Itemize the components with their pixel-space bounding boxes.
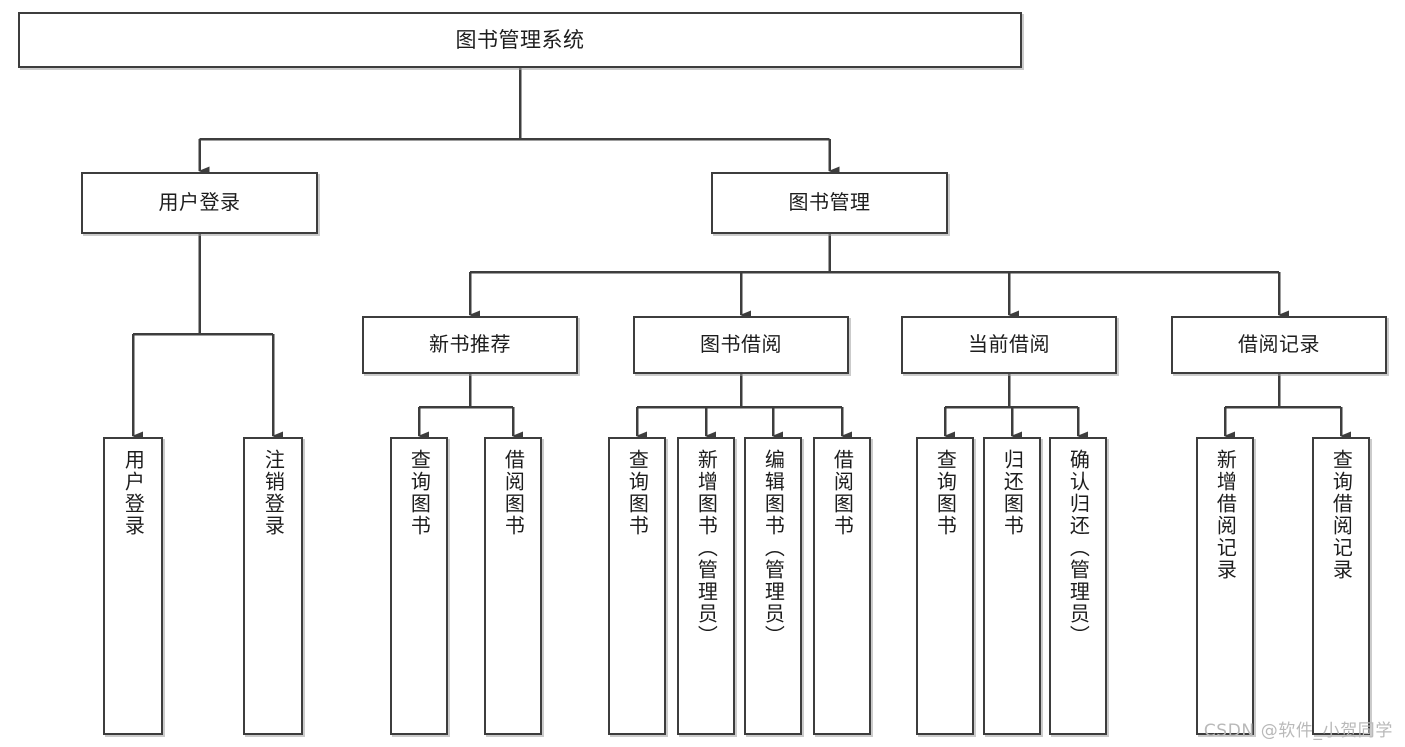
node-leaf-edit-book[interactable]: 编辑图书（管理员） <box>744 437 802 735</box>
node-label: 借阅图书 <box>501 449 526 537</box>
node-leaf-user-logout[interactable]: 注销登录 <box>243 437 303 735</box>
node-label: 注销登录 <box>261 449 286 537</box>
watermark-text: CSDN @软件_小贺同学 <box>1203 721 1393 741</box>
node-label: 用户登录 <box>121 449 146 537</box>
node-book-manage[interactable]: 图书管理 <box>711 172 948 234</box>
node-current-borrow[interactable]: 当前借阅 <box>901 316 1117 374</box>
node-label: 确认归还（管理员） <box>1066 449 1091 647</box>
node-book-borrow[interactable]: 图书借阅 <box>633 316 849 374</box>
node-label: 新增借阅记录 <box>1213 449 1238 581</box>
node-label: 查询图书 <box>625 449 650 537</box>
node-leaf-confirm-return[interactable]: 确认归还（管理员） <box>1049 437 1107 735</box>
node-leaf-borrow-book-2[interactable]: 借阅图书 <box>813 437 871 735</box>
node-user-login[interactable]: 用户登录 <box>81 172 318 234</box>
node-borrow-record[interactable]: 借阅记录 <box>1171 316 1387 374</box>
node-leaf-query-book-1[interactable]: 查询图书 <box>390 437 448 735</box>
node-new-book-rec[interactable]: 新书推荐 <box>362 316 578 374</box>
edge-group <box>131 68 1351 441</box>
node-label: 归还图书 <box>1000 449 1025 537</box>
node-label: 新书推荐 <box>429 332 511 357</box>
node-label: 借阅记录 <box>1238 332 1320 357</box>
node-leaf-return-book[interactable]: 归还图书 <box>983 437 1041 735</box>
node-leaf-add-book[interactable]: 新增图书（管理员） <box>677 437 735 735</box>
node-label: 查询图书 <box>407 449 432 537</box>
node-label: 图书借阅 <box>700 332 782 357</box>
node-label: 新增图书（管理员） <box>694 449 719 647</box>
node-leaf-user-login[interactable]: 用户登录 <box>103 437 163 735</box>
node-leaf-add-record[interactable]: 新增借阅记录 <box>1196 437 1254 735</box>
node-leaf-query-book-2[interactable]: 查询图书 <box>608 437 666 735</box>
node-label: 编辑图书（管理员） <box>761 449 786 647</box>
node-root[interactable]: 图书管理系统 <box>18 12 1022 68</box>
node-label: 查询借阅记录 <box>1329 449 1354 581</box>
node-label: 图书管理系统 <box>455 27 585 52</box>
node-label: 用户登录 <box>158 190 241 215</box>
node-leaf-query-record[interactable]: 查询借阅记录 <box>1312 437 1370 735</box>
node-label: 借阅图书 <box>830 449 855 537</box>
node-leaf-borrow-book-1[interactable]: 借阅图书 <box>484 437 542 735</box>
node-label: 图书管理 <box>788 190 871 215</box>
node-label: 查询图书 <box>933 449 958 537</box>
node-leaf-query-book-3[interactable]: 查询图书 <box>916 437 974 735</box>
node-label: 当前借阅 <box>968 332 1050 357</box>
